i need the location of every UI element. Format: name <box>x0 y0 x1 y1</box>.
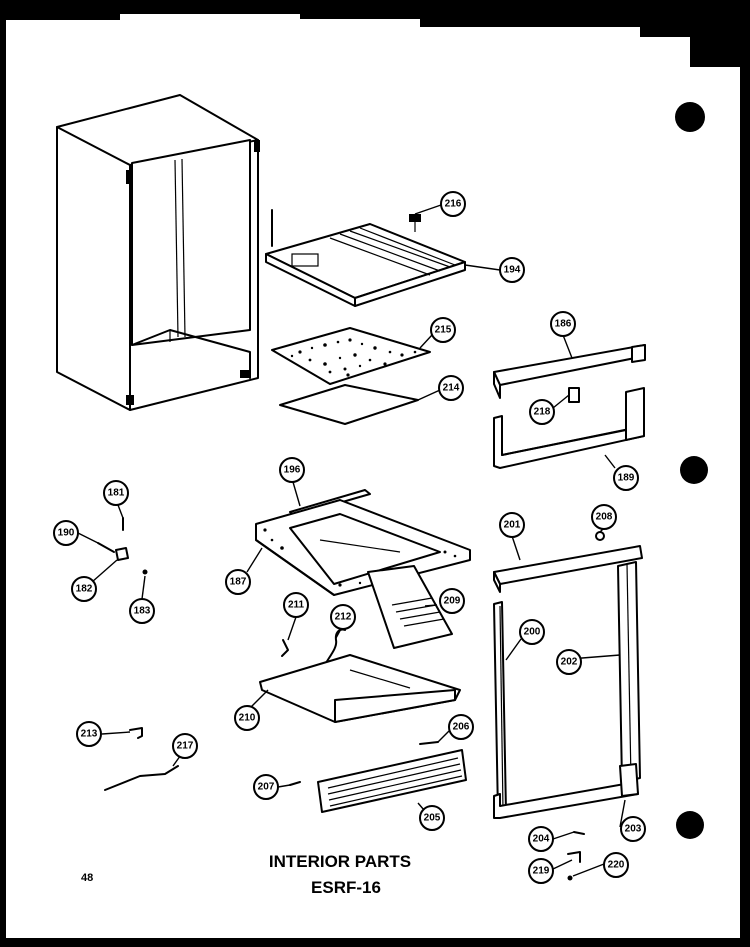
part-207-screw <box>289 781 301 786</box>
svg-text:216: 216 <box>445 199 462 210</box>
callout-207: 207 <box>253 774 279 800</box>
part-206-fastener <box>419 741 439 745</box>
part-189-frame <box>493 387 645 469</box>
callout-202: 202 <box>556 649 582 675</box>
thermostat-hardware <box>97 517 148 575</box>
callout-214: 214 <box>438 375 464 401</box>
part-200-gasket <box>493 601 507 815</box>
callout-186: 186 <box>550 311 576 337</box>
svg-text:186: 186 <box>555 319 572 330</box>
callout-203: 203 <box>620 816 646 842</box>
part-202-liner <box>617 561 641 783</box>
svg-text:202: 202 <box>561 657 578 668</box>
svg-text:187: 187 <box>230 577 247 588</box>
callout-204: 204 <box>528 826 554 852</box>
svg-text:217: 217 <box>177 741 194 752</box>
svg-text:208: 208 <box>596 512 613 523</box>
part-194-shelf <box>265 209 466 307</box>
svg-text:201: 201 <box>504 520 521 531</box>
svg-text:209: 209 <box>444 596 461 607</box>
part-213-clip <box>129 727 143 739</box>
model-number: ESRF-16 <box>311 878 381 897</box>
svg-text:183: 183 <box>134 606 151 617</box>
svg-text:205: 205 <box>424 813 441 824</box>
svg-text:213: 213 <box>81 729 98 740</box>
part-216-knob <box>409 214 421 232</box>
callout-216: 216 <box>440 191 466 217</box>
callout-194: 194 <box>499 257 525 283</box>
svg-text:194: 194 <box>504 265 521 276</box>
svg-text:220: 220 <box>608 860 625 871</box>
callout-201: 201 <box>499 512 525 538</box>
callout-218: 218 <box>529 399 555 425</box>
part-215-pad <box>271 327 431 385</box>
callout-211: 211 <box>283 592 309 618</box>
svg-text:218: 218 <box>534 407 551 418</box>
callout-206: 206 <box>448 714 474 740</box>
callout-217: 217 <box>172 733 198 759</box>
svg-text:219: 219 <box>533 866 550 877</box>
part-203-lower-rail <box>493 763 639 819</box>
binder-hole-middle <box>680 456 708 484</box>
part-220-screw <box>567 875 573 881</box>
part-204-screw <box>573 831 585 835</box>
cabinet-shell <box>56 94 260 411</box>
callout-208: 208 <box>591 504 617 530</box>
svg-text:190: 190 <box>58 528 75 539</box>
part-187-frame <box>255 499 471 596</box>
callout-205: 205 <box>419 805 445 831</box>
callout-187: 187 <box>225 569 251 595</box>
svg-text:196: 196 <box>284 465 301 476</box>
svg-text:181: 181 <box>108 488 125 499</box>
svg-text:212: 212 <box>335 612 352 623</box>
svg-text:215: 215 <box>435 325 452 336</box>
part-210-cover <box>259 654 461 723</box>
callout-196: 196 <box>279 457 305 483</box>
svg-text:204: 204 <box>533 834 550 845</box>
part-218-clip <box>568 387 580 403</box>
callout-182: 182 <box>71 576 97 602</box>
svg-text:211: 211 <box>288 600 305 611</box>
part-211-wire <box>281 639 289 657</box>
svg-text:210: 210 <box>239 713 256 724</box>
part-214-panel <box>279 384 419 425</box>
svg-text:207: 207 <box>258 782 275 793</box>
part-186-rail <box>493 344 646 399</box>
svg-text:189: 189 <box>618 473 635 484</box>
part-219-bracket <box>567 851 581 863</box>
diagram-title: INTERIOR PARTS <box>269 852 411 871</box>
callout-213: 213 <box>76 721 102 747</box>
callout-200: 200 <box>519 619 545 645</box>
leader-lines <box>77 204 626 877</box>
svg-text:214: 214 <box>443 383 460 394</box>
callout-181: 181 <box>103 480 129 506</box>
svg-text:182: 182 <box>76 584 93 595</box>
callout-212: 212 <box>330 604 356 630</box>
binder-hole-bottom <box>676 811 704 839</box>
callout-209: 209 <box>439 588 465 614</box>
svg-text:200: 200 <box>524 627 541 638</box>
page-number: 48 <box>81 872 93 884</box>
callout-190: 190 <box>53 520 79 546</box>
callout-210: 210 <box>234 705 260 731</box>
callout-219: 219 <box>528 858 554 884</box>
binder-hole-top <box>675 102 705 132</box>
part-217-bar <box>104 765 179 791</box>
svg-text:203: 203 <box>625 824 642 835</box>
part-208-grommet <box>595 531 605 541</box>
part-209-deflector <box>367 565 453 649</box>
part-205-drawer-front <box>317 749 467 813</box>
part-201-door-rail <box>493 545 643 593</box>
callout-189: 189 <box>613 465 639 491</box>
callout-183: 183 <box>129 598 155 624</box>
callout-220: 220 <box>603 852 629 878</box>
callout-215: 215 <box>430 317 456 343</box>
svg-text:206: 206 <box>453 722 470 733</box>
